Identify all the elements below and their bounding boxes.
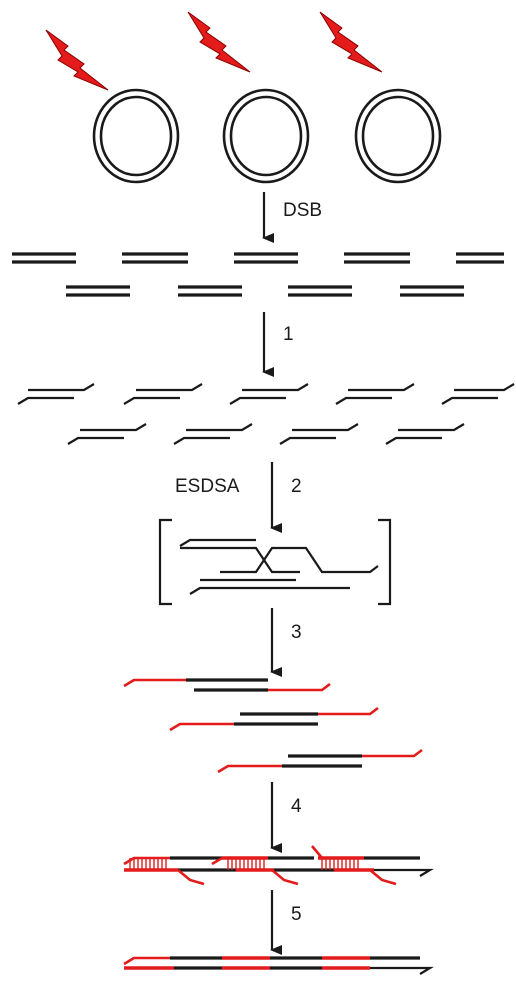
- dsb-label: DSB: [283, 200, 322, 221]
- circular-genome-inner: [229, 95, 303, 177]
- reassembled-chromosome: [123, 956, 434, 975]
- step1-label: 1: [283, 324, 294, 345]
- lightning-bolt-icon: [187, 11, 251, 73]
- lightning-bolt-icon: [45, 29, 109, 91]
- step3-label: 3: [291, 622, 302, 643]
- fragment-row-top: [12, 252, 504, 264]
- circular-genome-icon: [222, 88, 310, 184]
- dloop-intermediate: [158, 518, 392, 606]
- dsdna-fragments: [12, 252, 504, 297]
- genome-group-2: [187, 11, 310, 184]
- resected-fragments: [17, 383, 515, 445]
- right-bracket: [378, 518, 392, 606]
- circular-genome-icon: [354, 88, 442, 184]
- extended-strands: [123, 678, 423, 774]
- fragment-row-bottom: [66, 285, 464, 297]
- left-bracket: [158, 518, 172, 606]
- hatch-marks: [129, 858, 359, 870]
- annealed-intermediates: [123, 845, 434, 886]
- lightning-bolt-icon: [319, 11, 383, 73]
- genome-group-3: [319, 11, 442, 184]
- step2-label: 2: [291, 476, 302, 497]
- genome-group-1: [45, 29, 180, 184]
- circular-genome-icon: [92, 88, 180, 184]
- esdsa-label: ESDSA: [175, 476, 240, 497]
- step5-label: 5: [291, 904, 302, 925]
- circular-genome-inner: [361, 95, 435, 177]
- step4-label: 4: [291, 796, 302, 817]
- circular-genome-inner: [99, 95, 173, 177]
